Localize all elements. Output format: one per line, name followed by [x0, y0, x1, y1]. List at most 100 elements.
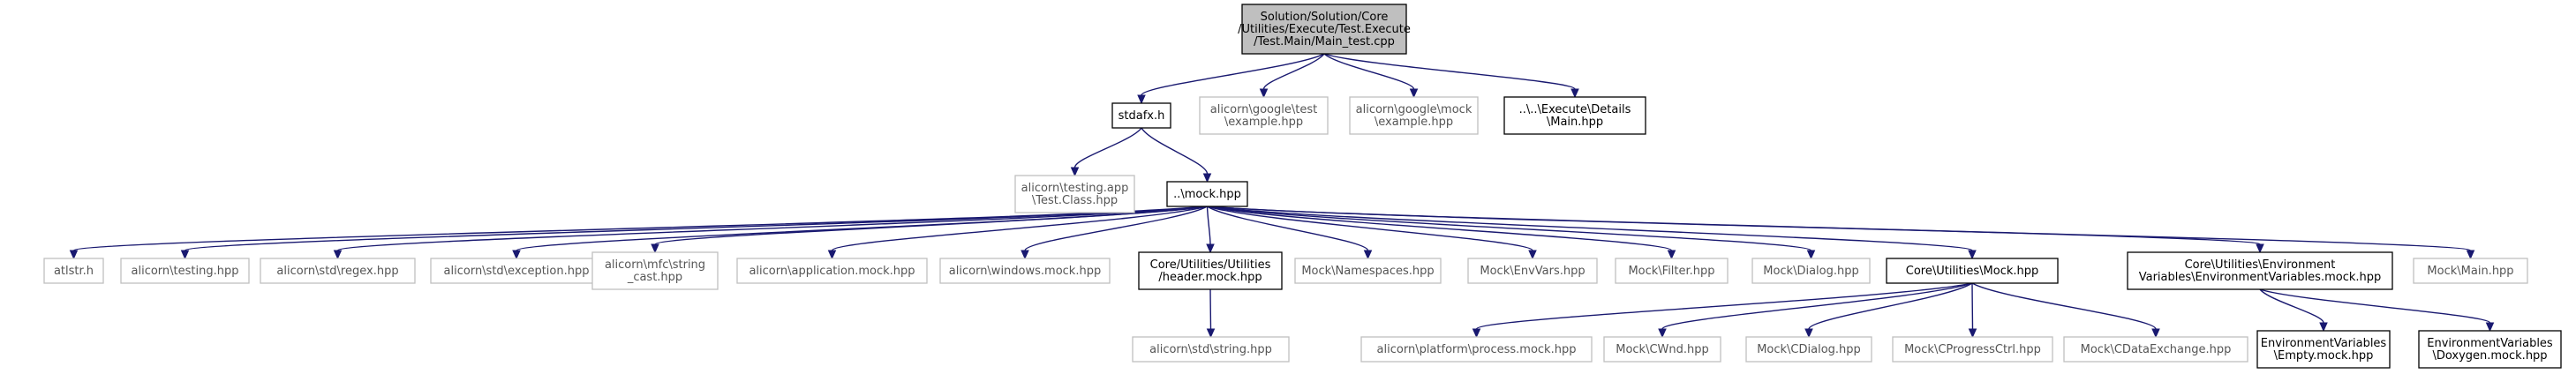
edge-arrowhead: [1363, 250, 1373, 260]
edge-arrowhead: [1472, 328, 1481, 339]
edge-arrowhead: [1259, 88, 1269, 99]
node-box: [591, 251, 719, 290]
edge-coremock-to-cdataexchange: [1971, 282, 2160, 339]
edge-arrowhead: [1968, 250, 1977, 260]
edge-arrowhead: [1021, 250, 1029, 260]
edge-mock-to-envvarmock: [1207, 206, 2264, 254]
edge-mock-to-regex: [333, 206, 1208, 260]
edge-mock-to-namespaces: [1207, 206, 1373, 260]
node-label-line: EnvironmentVariables: [2427, 337, 2553, 350]
node-label-line: alicorn\google\test: [1210, 103, 1317, 116]
node-box: [2418, 330, 2562, 369]
node-envvars: Mock\EnvVars.hpp: [1467, 258, 1598, 284]
node-label-line: Solution/Solution/Core: [1261, 11, 1389, 24]
edge-mock-to-headermock: [1206, 206, 1215, 254]
edge-line: [1207, 206, 1369, 251]
edge-line: [831, 206, 1208, 251]
node-box: [1138, 251, 1283, 290]
node-atlstr: atlstr.h: [43, 258, 104, 284]
node-box: [1467, 258, 1598, 284]
node-label-line: Mock\CWnd.hpp: [1616, 343, 1709, 356]
node-box: [2127, 251, 2393, 290]
node-mainhpp[interactable]: ..\..\Execute\Details\Main.hpp: [1503, 96, 1646, 135]
node-label-line: alicorn\testing.app: [1021, 182, 1129, 195]
node-label-line: Mock\Dialog.hpp: [1763, 265, 1859, 278]
edge-mock-to-coremock: [1207, 206, 1977, 260]
edge-mock-to-winmock: [1021, 206, 1208, 260]
edge-line: [1141, 127, 1209, 175]
edge-line: [1323, 53, 1576, 90]
edge-line: [1661, 282, 1973, 330]
node-dialog: Mock\Dialog.hpp: [1751, 258, 1871, 284]
node-label-line: Mock\Main.hpp: [2427, 265, 2513, 278]
node-gtest: alicorn\google\test\example.hpp: [1199, 96, 1329, 135]
edge-line: [2259, 288, 2491, 324]
node-headermock[interactable]: Core/Utilities/Utilities/header.mock.hpp: [1138, 251, 1283, 290]
edge-line: [1207, 206, 1973, 251]
edge-envvarmock-to-envempty: [2259, 288, 2328, 333]
edge-arrowhead: [512, 250, 521, 260]
edge-arrowhead: [1806, 250, 1816, 260]
edge-line: [1207, 206, 1673, 251]
node-box: [939, 258, 1111, 284]
node-label-line: Mock\CProgressCtrl.hpp: [1904, 343, 2041, 356]
node-winmock: alicorn\windows.mock.hpp: [939, 258, 1111, 284]
node-box: [430, 258, 603, 284]
node-box: [2256, 330, 2391, 369]
node-box: [1014, 175, 1135, 213]
edge-arrowhead: [1409, 88, 1419, 99]
edge-coremock-to-cdialog: [1804, 282, 1973, 339]
node-box: [1503, 96, 1646, 135]
node-mockmain: Mock\Main.hpp: [2413, 258, 2528, 284]
node-box: [2063, 336, 2248, 363]
node-coremock[interactable]: Core\Utilities\Mock.hpp: [1886, 258, 2059, 284]
node-cdataexchange: Mock\CDataExchange.hpp: [2063, 336, 2248, 363]
edge-arrowhead: [1667, 250, 1676, 260]
edge-line: [1207, 206, 1533, 251]
node-testing: alicorn\testing.hpp: [120, 258, 250, 284]
node-mock[interactable]: ..\mock.hpp: [1166, 181, 1248, 207]
node-label-line: alicorn\platform\process.mock.hpp: [1377, 343, 1577, 356]
node-cdialog: Mock\CDialog.hpp: [1745, 336, 1872, 363]
node-label-line: alicorn\testing.hpp: [132, 265, 239, 278]
node-label-line: Core\Utilities\Environment: [2185, 258, 2336, 272]
node-appmock: alicorn\application.mock.hpp: [736, 258, 928, 284]
node-envempty[interactable]: EnvironmentVariables\Empty.mock.hpp: [2256, 330, 2391, 369]
edge-arrowhead: [69, 250, 79, 260]
node-label-line: Variables\EnvironmentVariables.mock.hpp: [2139, 271, 2382, 284]
node-box: [260, 258, 416, 284]
edge-mock-to-envvars: [1207, 206, 1537, 260]
node-gmock: alicorn\google\mock\example.hpp: [1349, 96, 1479, 135]
edge-arrowhead: [180, 250, 190, 260]
edge-line: [2259, 288, 2324, 324]
node-envvarmock[interactable]: Core\Utilities\EnvironmentVariables\Envi…: [2127, 251, 2393, 290]
edge-line: [1971, 282, 1974, 330]
edge-arrowhead: [1968, 328, 1977, 339]
node-box: [1349, 96, 1479, 135]
edges-layer: [69, 53, 2495, 339]
edge-line: [1207, 206, 1812, 251]
node-stdafx[interactable]: stdafx.h: [1111, 102, 1171, 129]
edge-arrowhead: [1137, 94, 1146, 105]
edge-line: [1475, 282, 1973, 330]
edge-mock-to-mfcstring: [651, 206, 1208, 254]
edge-arrowhead: [2466, 250, 2475, 260]
node-regex: alicorn\std\regex.hpp: [260, 258, 416, 284]
node-box: [43, 258, 104, 284]
node-root[interactable]: Solution/Solution/Core/Utilities/Execute…: [1238, 4, 1411, 55]
node-label-line: Core/Utilities/Utilities: [1150, 258, 1271, 272]
node-label-line: alicorn\std\string.hpp: [1149, 343, 1272, 356]
edge-coremock-to-process: [1472, 282, 1973, 339]
nodes-layer: Solution/Solution/Core/Utilities/Execute…: [43, 4, 2562, 369]
edge-arrowhead: [2256, 243, 2264, 254]
node-process: alicorn\platform\process.mock.hpp: [1360, 336, 1593, 363]
edge-arrowhead: [1206, 328, 1216, 339]
edge-mock-to-mockmain: [1207, 206, 2475, 260]
node-envdoxygen[interactable]: EnvironmentVariables\Doxygen.mock.hpp: [2418, 330, 2562, 369]
node-label-line: ..\mock.hpp: [1173, 188, 1241, 201]
edge-envvarmock-to-envdoxygen: [2259, 288, 2495, 333]
edge-line: [1209, 288, 1212, 330]
node-box: [1111, 102, 1171, 129]
node-box: [1751, 258, 1871, 284]
